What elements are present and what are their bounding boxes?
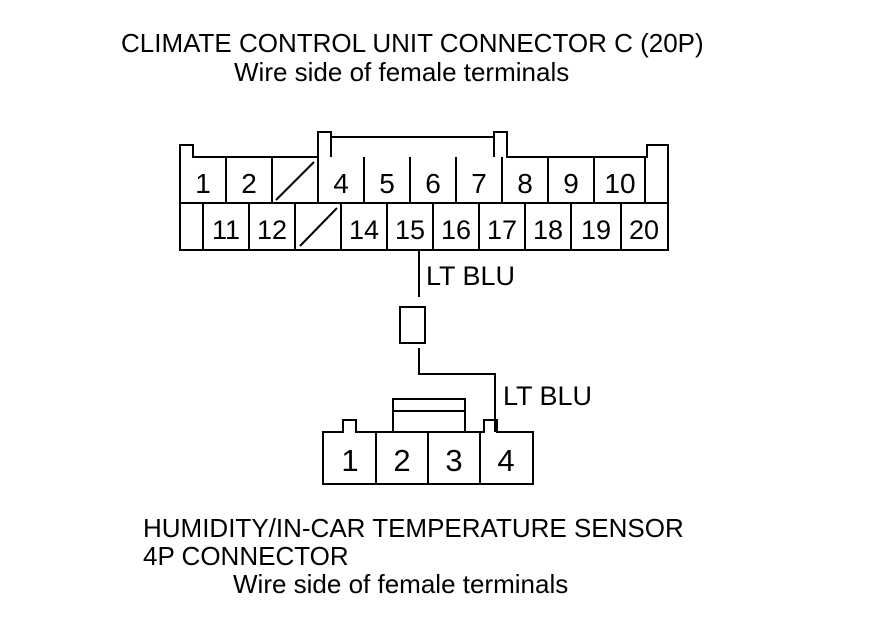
pin-label: 5 bbox=[379, 168, 395, 199]
sensor-connector-subtitle: 4P CONNECTOR bbox=[143, 541, 349, 571]
top-connector-subtitle: Wire side of female terminals bbox=[234, 57, 569, 87]
pin-label: 19 bbox=[581, 215, 611, 245]
pin-label: 2 bbox=[241, 168, 257, 199]
pin-label: 20 bbox=[629, 215, 659, 245]
top-connector-title: CLIMATE CONTROL UNIT CONNECTOR C (20P) bbox=[121, 28, 704, 58]
empty-cavity-13-mark bbox=[299, 207, 338, 247]
pin-label: 7 bbox=[471, 168, 487, 199]
sensor-connector bbox=[322, 398, 534, 485]
pin-label: 1 bbox=[195, 168, 211, 199]
pin-label: 10 bbox=[604, 168, 635, 199]
pin-label: 11 bbox=[212, 215, 240, 245]
row1-pins: 1 2 4 5 6 7 8 9 10 bbox=[195, 168, 635, 199]
wire-lt-blu bbox=[399, 250, 496, 432]
pin-label: 8 bbox=[517, 168, 533, 199]
pin-label: 12 bbox=[257, 215, 287, 245]
wire-color-label-upper: LT BLU bbox=[426, 261, 515, 291]
pin-label: 1 bbox=[341, 443, 358, 478]
pin-label: 18 bbox=[533, 215, 563, 245]
pin-label: 4 bbox=[333, 168, 349, 199]
empty-cavity-3-mark bbox=[275, 161, 315, 201]
pin-label: 14 bbox=[349, 215, 379, 245]
pin-label: 17 bbox=[487, 215, 517, 245]
sensor-pins: 1 2 3 4 bbox=[341, 443, 514, 478]
climate-control-connector bbox=[179, 131, 669, 251]
pin-label: 2 bbox=[393, 443, 410, 478]
wire-segment-lower bbox=[418, 348, 496, 432]
pin-label: 6 bbox=[425, 168, 441, 199]
pin-label: 15 bbox=[395, 215, 425, 245]
wire-color-label-lower: LT BLU bbox=[503, 381, 592, 411]
row2-pins: 11 12 14 15 16 17 18 19 20 bbox=[212, 215, 659, 245]
pin-label: 4 bbox=[497, 443, 514, 478]
pin-label: 9 bbox=[563, 168, 579, 199]
junction-connector bbox=[399, 306, 426, 344]
pin-label: 3 bbox=[445, 443, 462, 478]
pin-label: 16 bbox=[441, 215, 471, 245]
connector-lock-tab bbox=[392, 398, 466, 433]
sensor-connector-title: HUMIDITY/IN-CAR TEMPERATURE SENSOR bbox=[143, 513, 684, 543]
sensor-connector-wire-side: Wire side of female terminals bbox=[233, 569, 568, 599]
